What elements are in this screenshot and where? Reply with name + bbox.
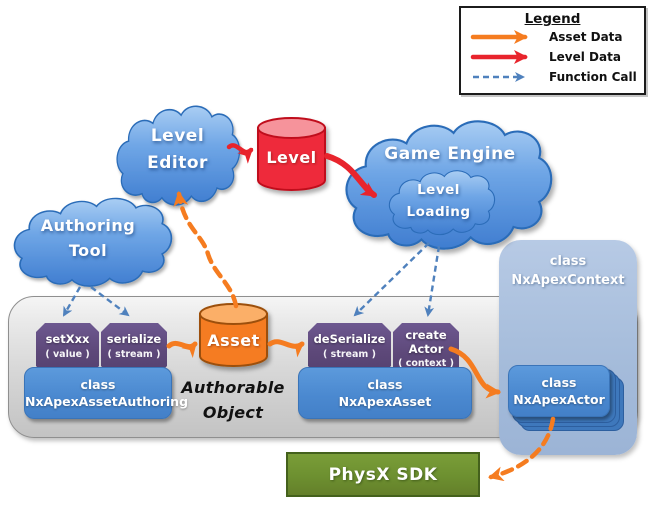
legend-row-asset-data: Asset Data: [461, 27, 644, 47]
legend-row-function-call: Function Call: [461, 67, 644, 87]
serialize-title: serialize: [106, 332, 162, 346]
deserialize-param: ( stream ): [323, 349, 376, 360]
level-cylinder-label: Level: [266, 148, 317, 167]
game-engine-label: Game Engine: [384, 144, 516, 164]
setxxx-method-box: setXxx ( value ): [36, 323, 99, 375]
nxapexasset-box: class NxApexAsset: [298, 367, 472, 419]
deserialize-method-box: deSerialize ( stream ): [308, 323, 391, 375]
nxapexcontext-label-line2: NxApexContext: [511, 272, 625, 288]
level-editor-label: Level Editor: [147, 126, 208, 173]
physx-sdk-box: PhysX SDK: [286, 452, 480, 497]
create-actor-param: ( context ): [398, 357, 454, 369]
nxapexcontext-label-line1: class: [549, 254, 587, 269]
level-editor-to-level-arrow: [226, 143, 254, 164]
nxapexactor-line2: NxApexActor: [513, 392, 605, 407]
create-actor-title-line2: Actor: [408, 342, 444, 357]
setxxx-param: ( value ): [45, 349, 90, 360]
authoring-tool-label: Authoring Tool: [40, 216, 136, 260]
serialize-method-box: serialize ( stream ): [101, 323, 167, 375]
legend-row-level-data: Level Data: [461, 47, 644, 67]
assetauthoring-line2: NxApexAssetAuthoring: [25, 394, 189, 409]
authorable-object-label: Authorable Object: [181, 378, 285, 422]
asset-data-arrow-icon: [470, 30, 528, 44]
level-loading-label: Level Loading: [406, 182, 471, 220]
setxxx-title: setXxx: [45, 332, 90, 346]
function-call-arrow-icon: [473, 72, 525, 82]
legend-title: Legend: [524, 11, 581, 27]
deserialize-title: deSerialize: [313, 332, 386, 346]
serialize-param: ( stream ): [107, 349, 161, 360]
nxapexasset-line2: NxApexAsset: [338, 394, 432, 409]
nxapexactor-line1: class: [541, 374, 577, 390]
create-actor-title-line1: create: [405, 328, 447, 342]
asset-to-level-editor-arrow: [173, 191, 239, 309]
nxapexasset-line1: class: [367, 376, 403, 392]
nxapexactor-box: class NxApexActor: [508, 365, 610, 417]
nxapexassetauthoring-box: class NxApexAssetAuthoring: [24, 367, 189, 419]
legend-box: Legend Asset Data Level Data: [459, 6, 646, 95]
level-data-arrow-icon: [470, 50, 528, 64]
asset-cylinder-label: Asset: [207, 331, 260, 350]
physx-sdk-label: PhysX SDK: [328, 464, 438, 485]
assetauthoring-line1: class: [80, 376, 116, 392]
